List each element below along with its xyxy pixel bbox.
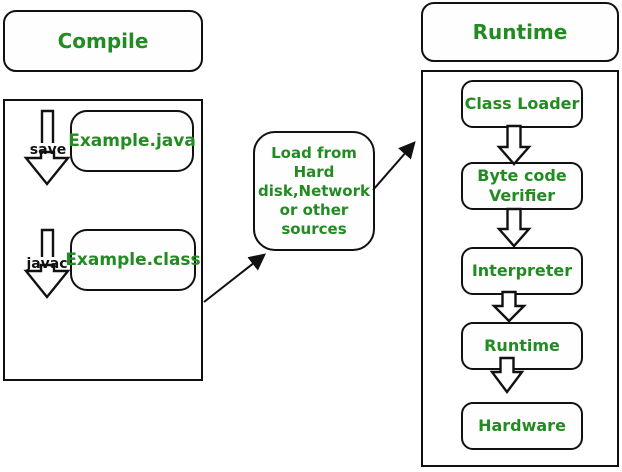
javac-command-label: javac: [26, 256, 68, 272]
step-interpreter: Interpreter: [461, 247, 583, 295]
step-class-loader: Class Loader: [461, 80, 583, 128]
load-source-label: Load from Hard disk,Network or other sou…: [258, 143, 370, 238]
runtime-stage-container: [421, 70, 619, 467]
example-java-label: Example.java: [68, 131, 196, 151]
load-to-runtime-arrow: [372, 141, 416, 191]
step-class-loader-label: Class Loader: [464, 94, 580, 113]
step-runtime: Runtime: [461, 322, 583, 370]
step-byte-code-verifier: Byte code Verifier: [461, 162, 583, 210]
compile-title-label: Compile: [57, 29, 149, 53]
save-command-label: save: [29, 142, 67, 158]
example-class-box: Example.class: [65, 229, 201, 291]
compile-to-load-arrow: [203, 253, 267, 303]
runtime-title-box: Runtime: [421, 2, 619, 62]
compile-stage-container: [3, 99, 203, 381]
compile-title-box: Compile: [3, 10, 203, 72]
step-byte-code-verifier-label: Byte code Verifier: [477, 166, 567, 205]
load-source-box: Load from Hard disk,Network or other sou…: [253, 131, 375, 251]
example-class-label: Example.class: [65, 250, 201, 270]
step-hardware-label: Hardware: [478, 416, 566, 435]
step-interpreter-label: Interpreter: [471, 261, 573, 280]
step-runtime-label: Runtime: [484, 336, 560, 355]
runtime-title-label: Runtime: [472, 20, 568, 44]
example-java-box: Example.java: [68, 110, 196, 172]
step-hardware: Hardware: [461, 402, 583, 450]
